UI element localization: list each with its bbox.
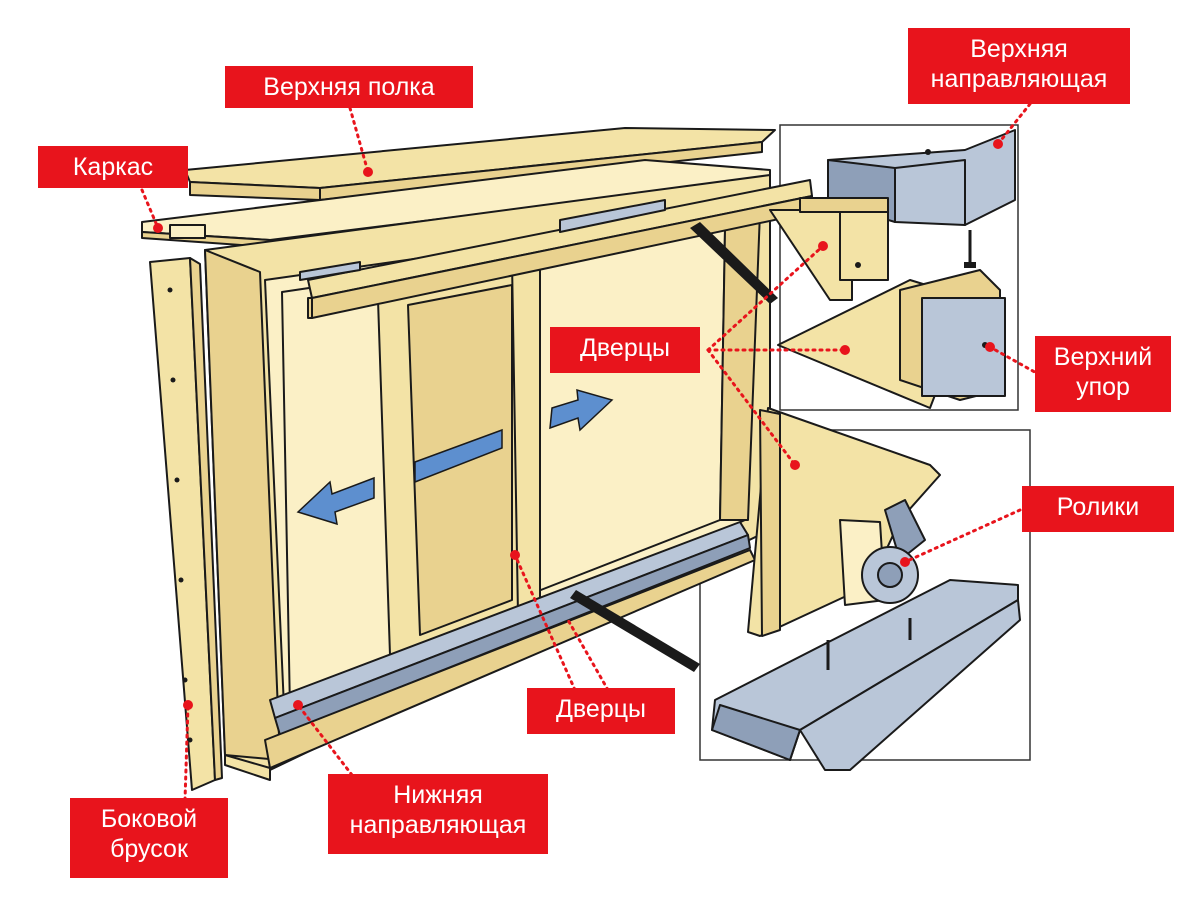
bottom-detail-box [699, 429, 1031, 761]
label-doors-upper: Дверцы [550, 327, 700, 373]
label-frame-text: Каркас [72, 153, 154, 181]
arrow-right-icon [549, 388, 614, 432]
leader-dots [153, 139, 1003, 710]
label-rollers-text: Ролики [1056, 493, 1140, 521]
label-bottom-guide-line1: Нижняя [393, 781, 483, 809]
top-detail-box [779, 124, 1019, 411]
label-top-guide-line2: направляющая [930, 65, 1108, 93]
label-frame: Каркас [38, 146, 188, 188]
leader-lines [140, 102, 1042, 802]
label-doors-upper-text: Дверцы [579, 334, 671, 362]
label-top-guide: Верхняя направляющая [908, 28, 1130, 104]
label-bottom-guide-line2: направляющая [349, 811, 527, 839]
label-bottom-guide: Нижняя направляющая [328, 774, 548, 854]
side-bar [149, 257, 223, 791]
label-side-bar: Боковой брусок [70, 798, 228, 878]
arrow-left-icon [296, 476, 375, 526]
label-doors-lower: Дверцы [527, 688, 675, 734]
door-handle-left [414, 428, 503, 484]
label-doors-lower-text: Дверцы [555, 695, 647, 723]
label-side-bar-line1: Боковой [100, 805, 198, 833]
label-top-guide-line1: Верхняя [970, 35, 1068, 63]
connector-bar-top [690, 222, 778, 304]
door-top-detail [769, 197, 1006, 409]
label-top-shelf: Верхняя полка [225, 66, 473, 108]
label-top-stop: Верхний упор [1035, 336, 1171, 412]
label-rollers: Ролики [1022, 486, 1174, 532]
cabinet-body [204, 174, 813, 781]
label-top-stop-line1: Верхний [1053, 343, 1153, 371]
connector-bar-bottom [570, 590, 700, 672]
label-top-shelf-text: Верхняя полка [263, 73, 435, 101]
label-top-stop-line2: упор [1076, 373, 1130, 401]
label-side-bar-line2: брусок [110, 835, 188, 863]
